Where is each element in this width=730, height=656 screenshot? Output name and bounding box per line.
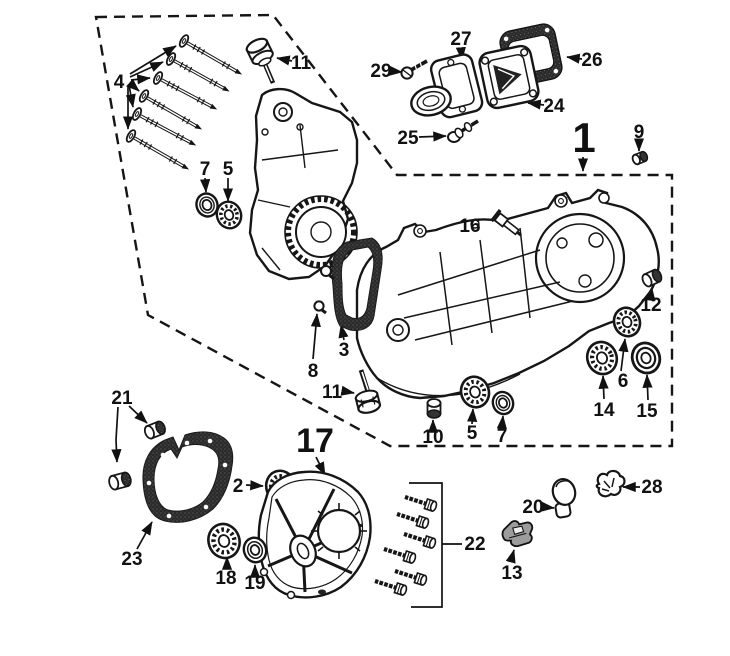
part-oil-seal-15 — [630, 341, 662, 375]
callout-5-top: 5 — [223, 159, 234, 180]
callout-13: 13 — [501, 563, 522, 584]
leader-20 — [540, 501, 555, 512]
part-reed-valve-gasket — [499, 23, 563, 87]
part-screw-with-washer — [447, 119, 479, 143]
leader-13 — [505, 549, 516, 564]
callout-26: 26 — [581, 50, 602, 71]
callout-21: 21 — [111, 388, 133, 409]
callout-25: 25 — [397, 128, 419, 149]
part-bearing-14 — [585, 340, 619, 376]
callout-7-bottom: 7 — [497, 426, 508, 447]
leader-26 — [566, 53, 583, 64]
callout-labels: 4 11 7 5 29 27 26 24 25 1 9 16 12 3 8 11… — [111, 29, 662, 594]
part-crankcase-half-left — [248, 87, 359, 281]
leader-8 — [310, 313, 321, 360]
callout-9: 9 — [634, 122, 645, 143]
callout-15: 15 — [636, 401, 658, 422]
part-reed-valve — [478, 44, 540, 110]
part-oil-seal-bottom-7 — [491, 390, 515, 416]
callout-8: 8 — [308, 361, 319, 382]
leader-2 — [245, 480, 264, 491]
callout-7-top: 7 — [200, 159, 211, 180]
part-intake-manifold — [410, 53, 484, 119]
part-bearing-18 — [207, 522, 241, 560]
callout-17-cover: 17 — [296, 422, 334, 460]
part-crankcase-half-right — [355, 188, 660, 400]
callout-20: 20 — [522, 497, 543, 518]
part-crankcase-cover-17 — [257, 470, 372, 600]
leader-15 — [642, 374, 653, 401]
callout-3: 3 — [339, 340, 350, 361]
callout-11-top: 11 — [291, 53, 312, 74]
callout-24: 24 — [543, 96, 565, 117]
callout-1-main: 1 — [572, 114, 595, 161]
leader-11-bottom — [340, 385, 355, 396]
callout-16: 16 — [459, 216, 480, 237]
callout-28: 28 — [641, 477, 662, 498]
part-oil-seal-19 — [242, 536, 268, 564]
part-screw-set-22 — [373, 492, 437, 596]
leader-6 — [618, 338, 629, 372]
part-bushing-12 — [641, 268, 663, 288]
part-pan-screw-29 — [400, 59, 428, 80]
part-socket-bolt-top — [245, 37, 276, 84]
leader-14 — [598, 375, 609, 400]
callout-14: 14 — [593, 400, 615, 421]
part-stud-bolt-set — [123, 32, 247, 177]
callout-5-bottom: 5 — [467, 423, 478, 444]
leader-7-top — [200, 177, 211, 193]
leader-23 — [136, 521, 153, 550]
part-crankcase-gasket-3 — [331, 237, 383, 331]
leader-lines — [111, 45, 656, 608]
callout-18: 18 — [215, 568, 236, 589]
leader-7-bottom — [496, 415, 507, 430]
leader-3 — [338, 324, 349, 341]
part-cap-20 — [551, 478, 577, 519]
leader-24 — [527, 99, 545, 110]
leader-11-top — [276, 55, 293, 66]
part-socket-bolt-bottom — [354, 369, 382, 414]
callout-10: 10 — [422, 427, 443, 448]
callout-29: 29 — [370, 61, 391, 82]
callout-27: 27 — [450, 29, 471, 50]
part-bushing-10 — [426, 398, 442, 419]
part-cover-gasket-23 — [142, 431, 234, 523]
leader-21 — [111, 405, 148, 463]
part-wire-clip-28 — [595, 469, 626, 498]
callout-12: 12 — [640, 295, 661, 316]
part-bearing-bottom-5 — [459, 375, 491, 409]
callout-2: 2 — [233, 476, 244, 497]
callout-19: 19 — [244, 573, 265, 594]
callout-4: 4 — [114, 72, 125, 93]
part-dowel-pin-9 — [631, 150, 649, 166]
callout-11-bottom: 11 — [322, 382, 343, 403]
leader-22-bracket — [409, 482, 462, 608]
callout-22: 22 — [464, 534, 485, 555]
leader-4 — [122, 45, 177, 130]
leader-5-bottom — [467, 408, 478, 425]
leader-25 — [418, 131, 447, 142]
part-cable-clamp-13 — [501, 520, 534, 548]
leader-29 — [388, 65, 403, 76]
part-oil-seal-top — [195, 192, 219, 218]
part-bearing-top — [215, 200, 243, 230]
part-dowel-pins-8 — [313, 265, 335, 315]
callout-6: 6 — [618, 371, 629, 392]
part-dowel-bushings-21 — [108, 420, 166, 491]
callout-23: 23 — [121, 549, 142, 570]
part-bearing-6 — [612, 306, 642, 338]
part-sensor-bolt-16 — [490, 208, 522, 237]
